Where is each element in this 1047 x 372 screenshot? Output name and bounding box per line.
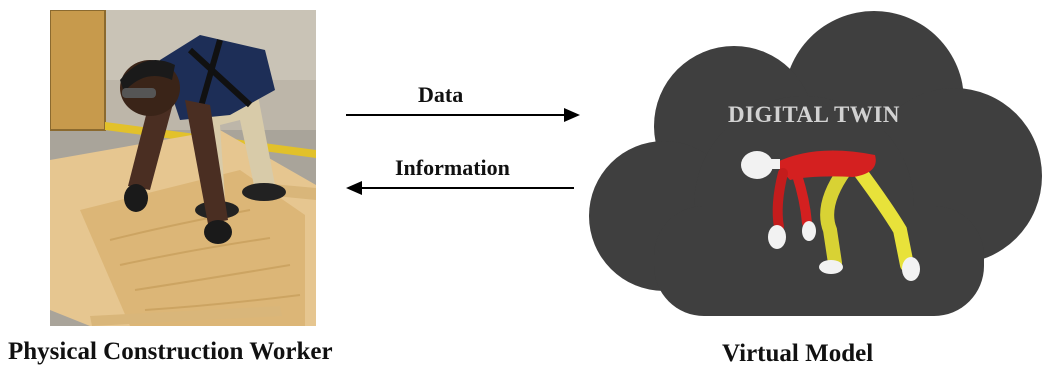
- data-arrow-label: Data: [418, 82, 464, 107]
- information-arrow-label: Information: [395, 155, 510, 180]
- cloud-title: DIGITAL TWIN: [728, 102, 900, 127]
- digital-human-mannequin-icon: [741, 150, 920, 281]
- worker-photo: [50, 10, 316, 326]
- right-caption: Virtual Model: [722, 340, 874, 367]
- data-arrow-right: [346, 108, 580, 122]
- construction-worker-photo-icon: [50, 10, 316, 326]
- left-caption: Physical Construction Worker: [8, 338, 333, 365]
- information-arrow-left: [346, 181, 574, 195]
